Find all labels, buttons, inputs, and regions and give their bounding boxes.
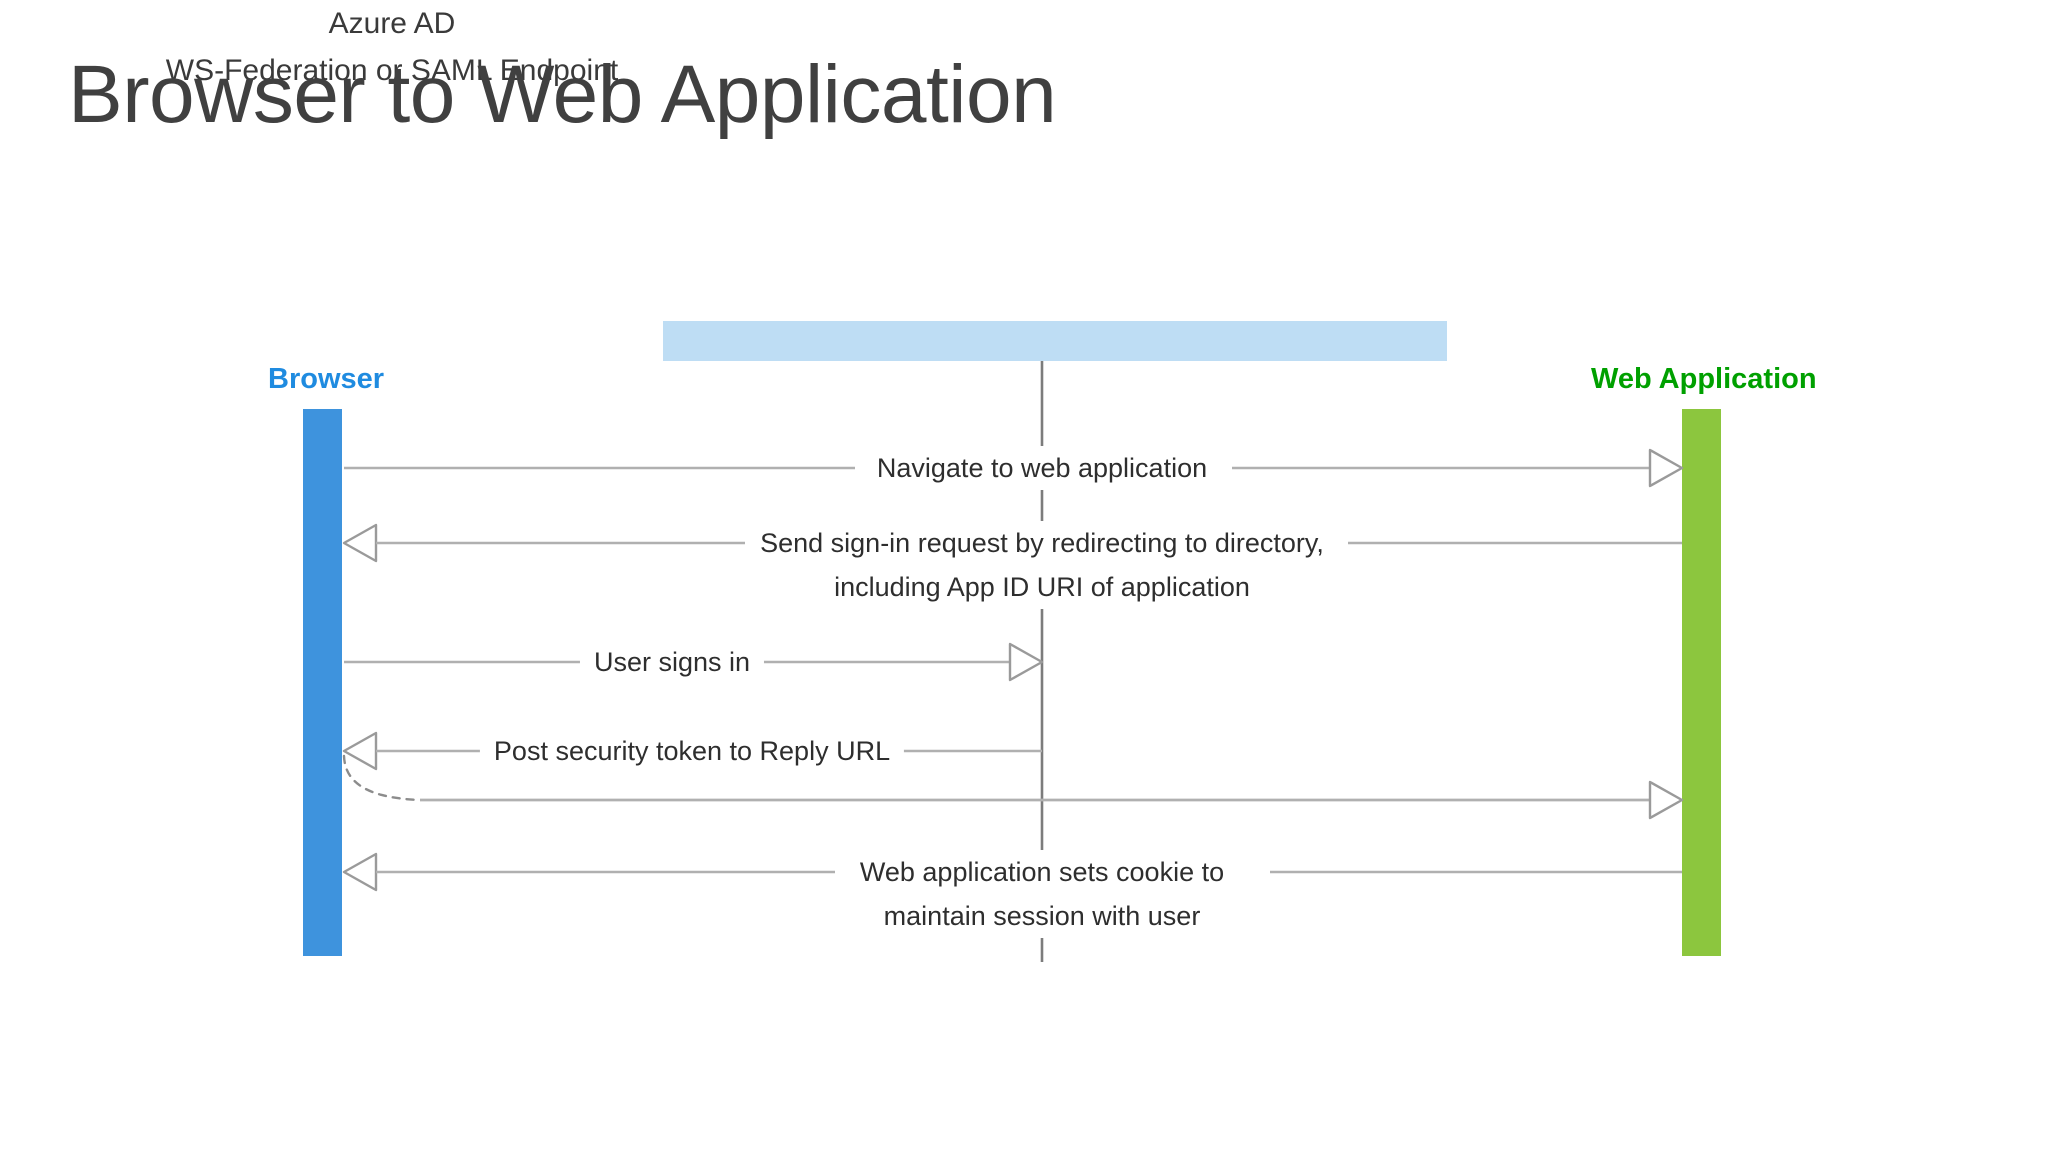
message-arrow-1 (344, 448, 1684, 488)
actor-label-azure-ad: Azure AD WS-Federation or SAML Endpoint (0, 0, 784, 94)
azure-ad-header-bar (663, 321, 1447, 361)
message-label-6-line-1: Web application sets cookie to (859, 857, 1225, 887)
azure-ad-name: Azure AD (328, 7, 456, 40)
arrowhead-left-2 (342, 523, 378, 563)
arrowhead-left-6 (342, 852, 378, 892)
actor-label-browser: Browser (268, 363, 385, 395)
web-application-lifeline-bar (1682, 409, 1721, 956)
browser-lifeline-bar (303, 409, 342, 956)
message-label-3: User signs in (579, 640, 765, 684)
message-label-4-line-1: Post security token to Reply URL (493, 736, 891, 766)
message-label-1: Navigate to web application (862, 446, 1222, 490)
message-arrow-5 (342, 754, 1684, 820)
message-arrow-2 (342, 523, 1682, 563)
arrowhead-left-4 (342, 731, 378, 771)
azure-ad-endpoint: WS-Federation or SAML Endpoint (165, 54, 619, 87)
message-label-4: Post security token to Reply URL (479, 729, 905, 773)
message-arrow-3 (344, 642, 1044, 682)
message-arrow-4 (342, 731, 1042, 771)
actor-label-web-application: Web Application (1591, 363, 1817, 395)
page-title: Browser to Web Application (68, 49, 1057, 140)
arrowhead-right-1 (1648, 448, 1684, 488)
redirect-curve-dotted (342, 754, 422, 802)
message-arrow-6 (342, 852, 1682, 892)
message-label-2-line-1: Send sign-in request by redirecting to d… (760, 528, 1324, 558)
message-label-1-line-1: Navigate to web application (876, 453, 1208, 483)
arrowhead-right-5 (1648, 780, 1684, 820)
arrowhead-right-3 (1008, 642, 1044, 682)
message-label-2-line-2: including App ID URI of application (834, 572, 1250, 602)
message-label-6: Web application sets cookie to maintain … (845, 850, 1239, 938)
message-label-3-line-1: User signs in (593, 647, 751, 677)
message-label-2: Send sign-in request by redirecting to d… (746, 521, 1338, 609)
message-label-6-line-2: maintain session with user (883, 901, 1201, 931)
